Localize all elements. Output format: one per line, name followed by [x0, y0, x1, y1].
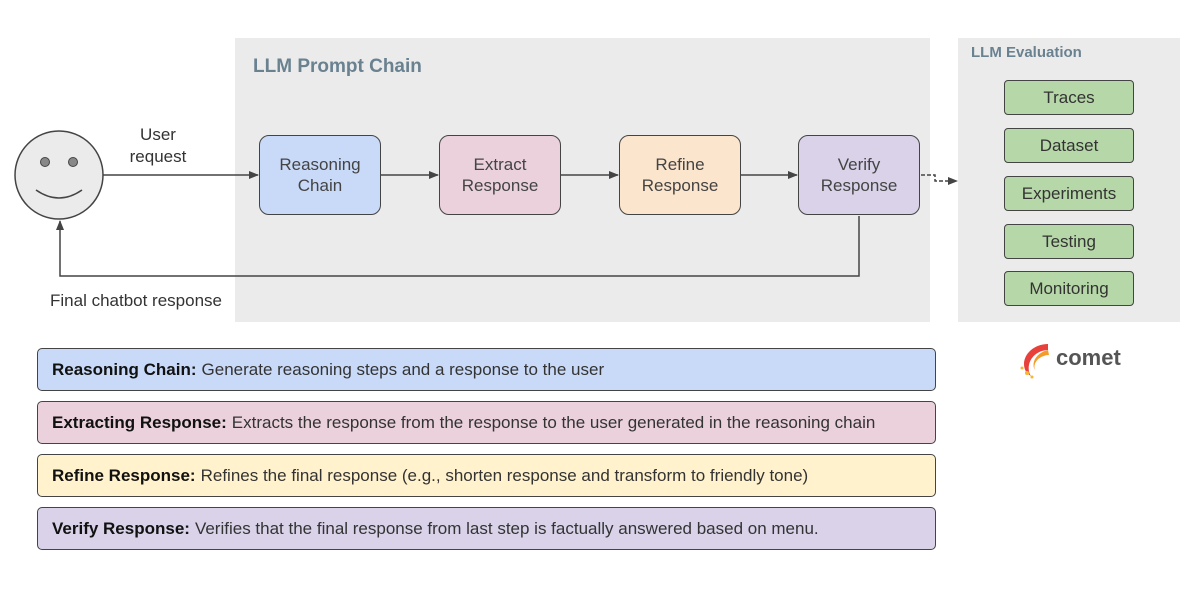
eval-item-experiments: Experiments [1004, 176, 1134, 211]
reasoning-chain-node: Reasoning Chain [259, 135, 381, 215]
description-text: Extracts the response from the response … [231, 412, 876, 432]
eval-item-dataset: Dataset [1004, 128, 1134, 163]
description-term: Verify Response: [52, 518, 190, 538]
description-text: Refines the final response (e.g., shorte… [200, 465, 809, 485]
eval-item-monitoring: Monitoring [1004, 271, 1134, 306]
description-extracting-response: Extracting Response: Extracts the respon… [37, 401, 936, 444]
description-term: Refine Response: [52, 465, 196, 485]
eval-item-testing: Testing [1004, 224, 1134, 259]
description-text: Generate reasoning steps and a response … [201, 359, 605, 379]
prompt-chain-title: LLM Prompt Chain [253, 56, 422, 77]
comet-logo-icon [1020, 344, 1049, 379]
description-term: Reasoning Chain: [52, 359, 197, 379]
arrow-verify-to-user [56, 216, 860, 277]
eval-item-traces: Traces [1004, 80, 1134, 115]
comet-brand-name: comet [1056, 345, 1121, 370]
description-reasoning-chain: Reasoning Chain: Generate reasoning step… [37, 348, 936, 391]
verify-response-node: Verify Response [798, 135, 920, 215]
description-refine-response: Refine Response: Refines the final respo… [37, 454, 936, 497]
arrow-verify-to-evaluation [921, 174, 958, 185]
description-text: Verifies that the final response from la… [194, 518, 819, 538]
final-chatbot-response-label: Final chatbot response [50, 291, 222, 310]
refine-response-node: Refine Response [619, 135, 741, 215]
user-face-icon [14, 130, 104, 220]
extract-response-node: Extract Response [439, 135, 561, 215]
user-request-label: User request [129, 125, 187, 166]
llm-evaluation-title: LLM Evaluation [971, 44, 1082, 61]
description-term: Extracting Response: [52, 412, 227, 432]
description-verify-response: Verify Response: Verifies that the final… [37, 507, 936, 550]
